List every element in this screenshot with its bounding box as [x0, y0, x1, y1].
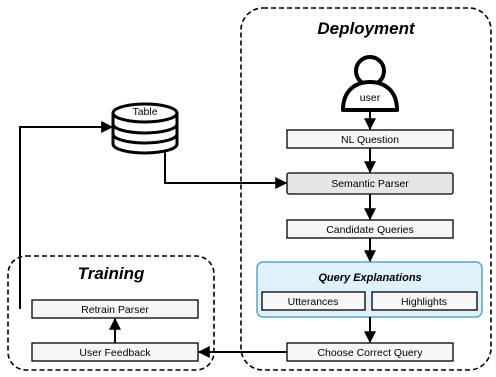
deployment-region	[240, 7, 492, 371]
nl-question-label: NL Question	[341, 134, 399, 146]
user-label: user	[360, 92, 381, 104]
utterances-box	[261, 291, 366, 311]
table-label: Table	[132, 106, 157, 118]
retrain-parser-label: Retrain Parser	[81, 304, 149, 316]
training-title: Training	[78, 264, 145, 283]
user-icon	[341, 55, 399, 112]
training-region	[7, 255, 215, 371]
arrow-retrain-to-table	[19, 121, 114, 309]
user-feedback-label: User Feedback	[79, 347, 151, 359]
choose-correct-query-label: Choose Correct Query	[317, 347, 423, 359]
arrow-table-to-parser	[164, 152, 288, 189]
query-explanations-title: Query Explanations	[318, 272, 421, 284]
candidate-queries-label: Candidate Queries	[326, 224, 414, 236]
highlights-box	[371, 291, 478, 311]
semantic-parser-label: Semantic Parser	[331, 178, 409, 190]
table-database-icon	[111, 102, 179, 155]
highlights-label: Highlights	[401, 296, 447, 308]
deployment-title: Deployment	[317, 19, 416, 38]
utterances-label: Utterances	[288, 296, 339, 308]
